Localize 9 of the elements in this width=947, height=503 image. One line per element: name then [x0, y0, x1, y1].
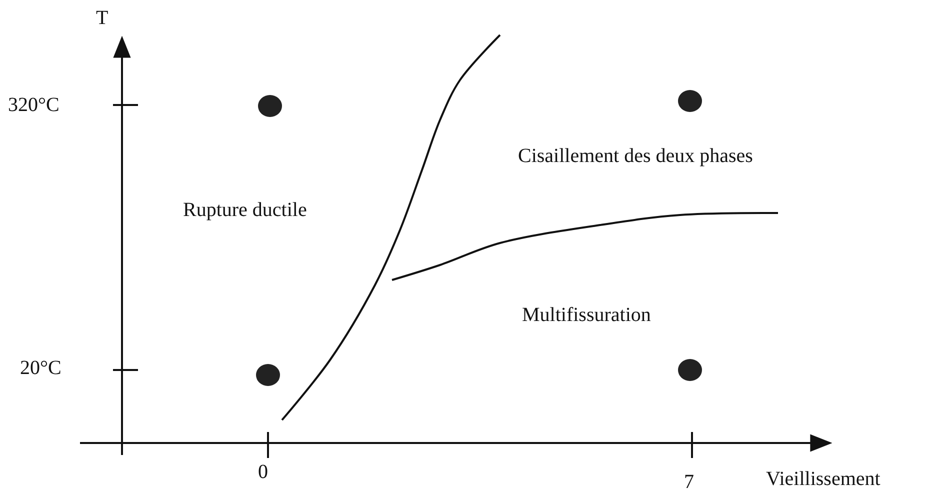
tick-label: 7: [684, 472, 694, 492]
region-label: Rupture ductile: [183, 200, 307, 220]
region-label: Multifissuration: [522, 305, 651, 325]
axis-title: Vieillissement: [766, 469, 880, 489]
region-label: Cisaillement des deux phases: [518, 146, 753, 166]
tick-label: 0: [258, 462, 268, 482]
tick-label: 20°C: [20, 358, 62, 378]
axis-title: T: [96, 8, 108, 28]
tick-label: 320°C: [8, 95, 60, 115]
